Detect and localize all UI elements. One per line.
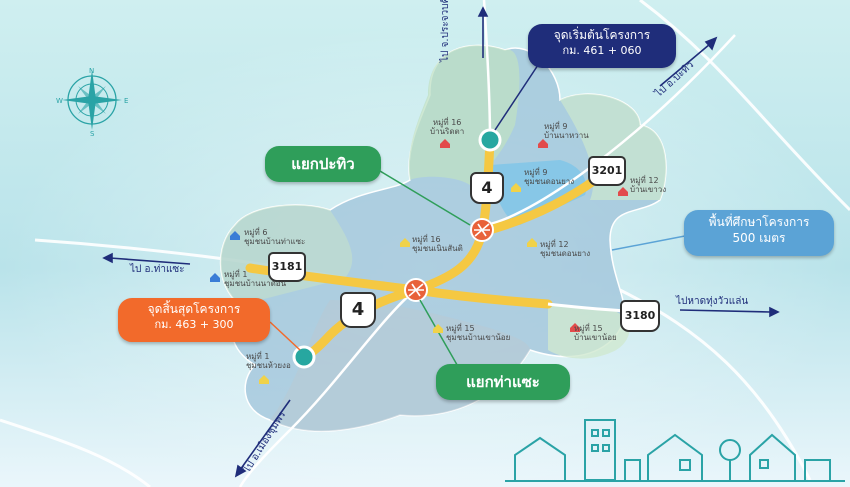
junction-thasae-marker — [404, 278, 428, 302]
compass-n: N — [89, 67, 94, 75]
compass-w: W — [56, 97, 63, 105]
direction-to-beach: ไปหาดทุ่งวัวแล่น — [676, 296, 749, 307]
project-end-callout: จุดสิ้นสุดโครงการ กม. 463 + 300 — [118, 298, 270, 342]
project-start-point — [478, 128, 502, 152]
house-icon — [230, 231, 240, 240]
house-icon — [259, 375, 269, 384]
route-shield-3201: 3201 — [588, 156, 626, 186]
green-zone-southeast — [548, 305, 630, 359]
project-start-title: จุดเริ่มต้นโครงการ — [553, 28, 651, 42]
direction-to-prachuap: ไป จ.ประจวบคีรีขันธ์ — [440, 0, 451, 62]
route-shield-4-north: 4 — [470, 172, 504, 204]
town-skyline-illustration — [505, 419, 845, 482]
route-number: 3181 — [271, 260, 303, 273]
house-icon — [210, 273, 220, 282]
compass-rose-icon — [62, 70, 122, 130]
junction-pathio-label: แยกปะทิว — [291, 155, 355, 173]
project-end-point — [292, 345, 316, 369]
house-icon — [511, 183, 521, 192]
route-3181 — [245, 263, 421, 295]
house-icon — [538, 139, 548, 148]
house-icon — [440, 139, 450, 148]
route-number: 4 — [481, 178, 493, 197]
route-3180 — [411, 285, 553, 309]
study-area-title: พื้นที่ศึกษาโครงการ — [708, 215, 810, 229]
blue-zone-pathio — [490, 160, 587, 225]
study-area-distance: 500 เมตร — [732, 231, 786, 245]
route-number: 3180 — [624, 309, 656, 322]
project-end-title: จุดสิ้นสุดโครงการ — [147, 302, 241, 316]
route-number: 3201 — [591, 164, 623, 177]
direction-arrows — [102, 6, 780, 478]
village-house-icons — [210, 139, 628, 384]
house-icon — [433, 324, 443, 333]
project-start-callout: จุดเริ่มต้นโครงการ กม. 461 + 060 — [528, 24, 676, 68]
junction-pathio-callout: แยกปะทิว — [265, 146, 381, 182]
compass-e: E — [124, 97, 128, 105]
green-zone-northeast — [560, 94, 666, 200]
house-icon — [400, 238, 410, 247]
house-icon — [618, 187, 628, 196]
route-shield-3181: 3181 — [268, 252, 306, 282]
callout-pointers — [269, 61, 691, 371]
study-area-callout: พื้นที่ศึกษาโครงการ 500 เมตร — [684, 210, 834, 256]
route-shield-4-south: 4 — [340, 292, 376, 328]
direction-to-thasae: ไป อ.ท่าแซะ — [130, 264, 185, 275]
junction-pathio-marker — [470, 218, 494, 242]
route-number: 4 — [351, 299, 365, 320]
project-end-km: กม. 463 + 300 — [154, 318, 234, 331]
project-start-km: กม. 461 + 060 — [562, 44, 642, 57]
junction-thasae-callout: แยกท่าแซะ — [436, 364, 570, 400]
route-shield-3180: 3180 — [620, 300, 660, 332]
house-icon — [570, 323, 580, 332]
junction-thasae-label: แยกท่าแซะ — [466, 373, 540, 391]
compass-s: S — [90, 130, 95, 138]
house-icon — [527, 238, 537, 247]
